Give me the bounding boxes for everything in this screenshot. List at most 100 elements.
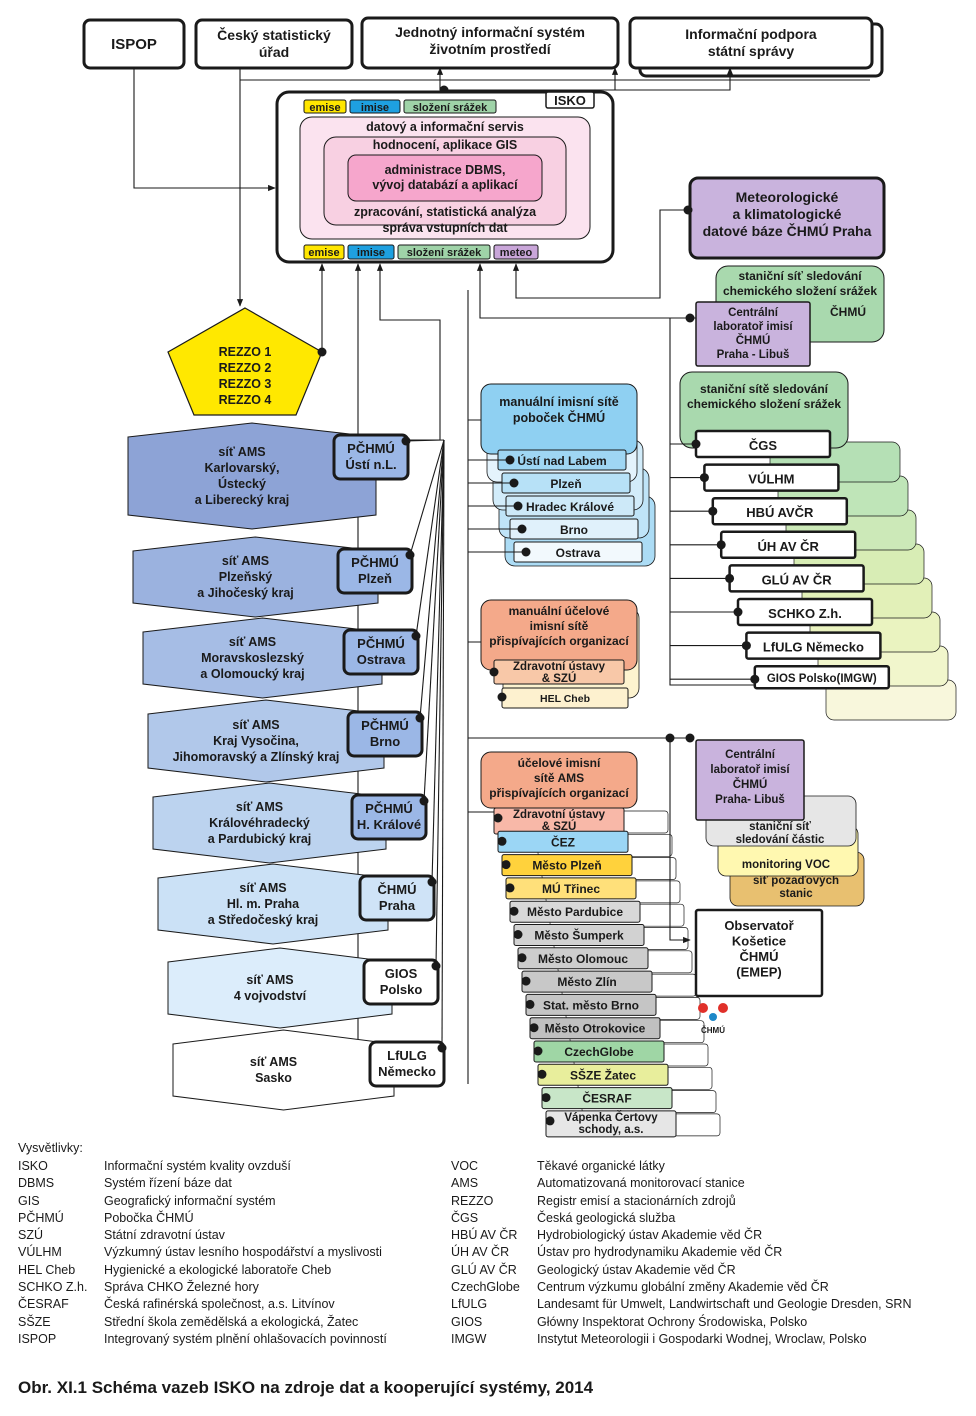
legend-desc: Instytut Meteorologii i Gospodarki Wodne… <box>537 1331 867 1346</box>
branch-fan-line <box>405 439 445 442</box>
legend-title: Vysvětlivky: <box>18 1141 83 1155</box>
purpose-item-label: Město Plzeň <box>532 859 601 873</box>
legend-abbr: PČHMÚ <box>18 1210 64 1225</box>
legend-desc: Těkavé organické látky <box>537 1159 665 1173</box>
legend-desc: Česká rafinérská společnost, a.s. Litvín… <box>104 1297 335 1312</box>
legend-abbr: ÚH AV ČR <box>451 1245 510 1260</box>
legend-abbr: GLÚ AV ČR <box>451 1262 517 1277</box>
legend-abbr: ČGS <box>451 1210 479 1225</box>
rezzo-pentagon <box>167 307 323 416</box>
item-dot <box>741 641 751 651</box>
jis-box <box>360 16 620 70</box>
ams-hexagon <box>127 422 377 530</box>
isko-layer-label: administrace DBMS,vývoj databází a aplik… <box>372 163 518 192</box>
item-dot <box>493 813 503 823</box>
branch-fan-line <box>431 439 445 883</box>
legend-abbr: SZÚ <box>18 1228 43 1243</box>
prec2-trunk <box>669 318 760 686</box>
isko-tag-bottom <box>397 244 491 260</box>
chmu-logo-icon <box>718 1003 728 1013</box>
isko-tag-bottom <box>347 244 395 260</box>
legend-desc: Geografický informační systém <box>104 1193 276 1208</box>
legend-abbr: DBMS <box>18 1176 55 1191</box>
ipss-box <box>628 16 874 70</box>
item-dot <box>545 1116 555 1126</box>
manual-org-item-label: HEL Cheb <box>540 693 590 705</box>
purpose-item-label: SŠZE Žatec <box>570 1067 636 1082</box>
legend-desc: Geologický ústav Akademie věd ČR <box>537 1262 736 1277</box>
purpose-item-label: Město Otrokovice <box>545 1022 646 1036</box>
chmu-logo-icon <box>698 1003 708 1013</box>
item-dot <box>733 607 743 617</box>
isko-tag-bottom-label: meteo <box>500 247 533 259</box>
item-dot <box>497 836 507 846</box>
branch-fan-line <box>441 439 445 1049</box>
ams-hexagon <box>172 1029 395 1111</box>
branch-box <box>350 793 428 841</box>
legend-desc: Centrum výzkumu globální změny Akademie … <box>537 1280 829 1295</box>
branch-box <box>346 710 424 758</box>
kosetice-line <box>669 738 691 944</box>
chmu-logo-label: ČHMÚ <box>701 1026 725 1035</box>
item-dot <box>533 1046 543 1056</box>
purpose-item-label: MÚ Třinec <box>542 881 600 896</box>
isko-tag-top <box>403 99 497 114</box>
isko-tag-top-label: složení srážek <box>413 102 488 114</box>
meteo-to-isko <box>512 209 690 299</box>
legend-desc: Landesamt für Umwelt, Landwirtschaft und… <box>537 1297 912 1312</box>
purpose-item-label: Město Šumperk <box>534 928 624 943</box>
isko-layer-label: správa vstupních dat <box>382 221 508 235</box>
branch-fan-line <box>419 439 445 719</box>
meteo-dot <box>683 205 693 215</box>
isko-tag-bottom <box>493 244 539 260</box>
isko-tag-top-label: emise <box>309 102 340 114</box>
item-dot <box>505 883 515 893</box>
prec2-item-label: LfULG Německo <box>763 640 864 655</box>
legend-abbr: HEL Cheb <box>18 1262 76 1277</box>
rezzo-dot <box>317 347 327 357</box>
legend-desc: Główny Inspektorat Ochrony Środowiska, P… <box>537 1314 808 1329</box>
isko-tag-top <box>303 99 347 114</box>
branch-box <box>358 874 436 922</box>
item-dot <box>509 906 519 916</box>
legend-desc: Státní zdravotní ústav <box>104 1228 225 1243</box>
figure-caption: Obr. XI.1 Schéma vazeb ISKO na zdroje da… <box>18 1378 594 1397</box>
manual-branch-item-label: Ostrava <box>556 546 601 560</box>
isko-tag-bottom <box>303 244 345 260</box>
legend-abbr: SŠZE <box>18 1314 51 1329</box>
isko-layer-label: hodnocení, aplikace GIS <box>373 138 517 152</box>
legend-abbr: IMGW <box>451 1331 487 1346</box>
item-dot <box>513 930 523 939</box>
item-dot <box>489 667 499 677</box>
manual-org-item-label: Zdravotní ústavy& SZÚ <box>513 661 606 685</box>
purpose-item-label: Stat. město Brno <box>543 998 639 1012</box>
prec2-item-label: GIOS Polsko(IMGW) <box>767 673 877 685</box>
branch-box <box>342 628 420 676</box>
item-dot <box>750 674 760 684</box>
item-dot <box>497 692 507 702</box>
